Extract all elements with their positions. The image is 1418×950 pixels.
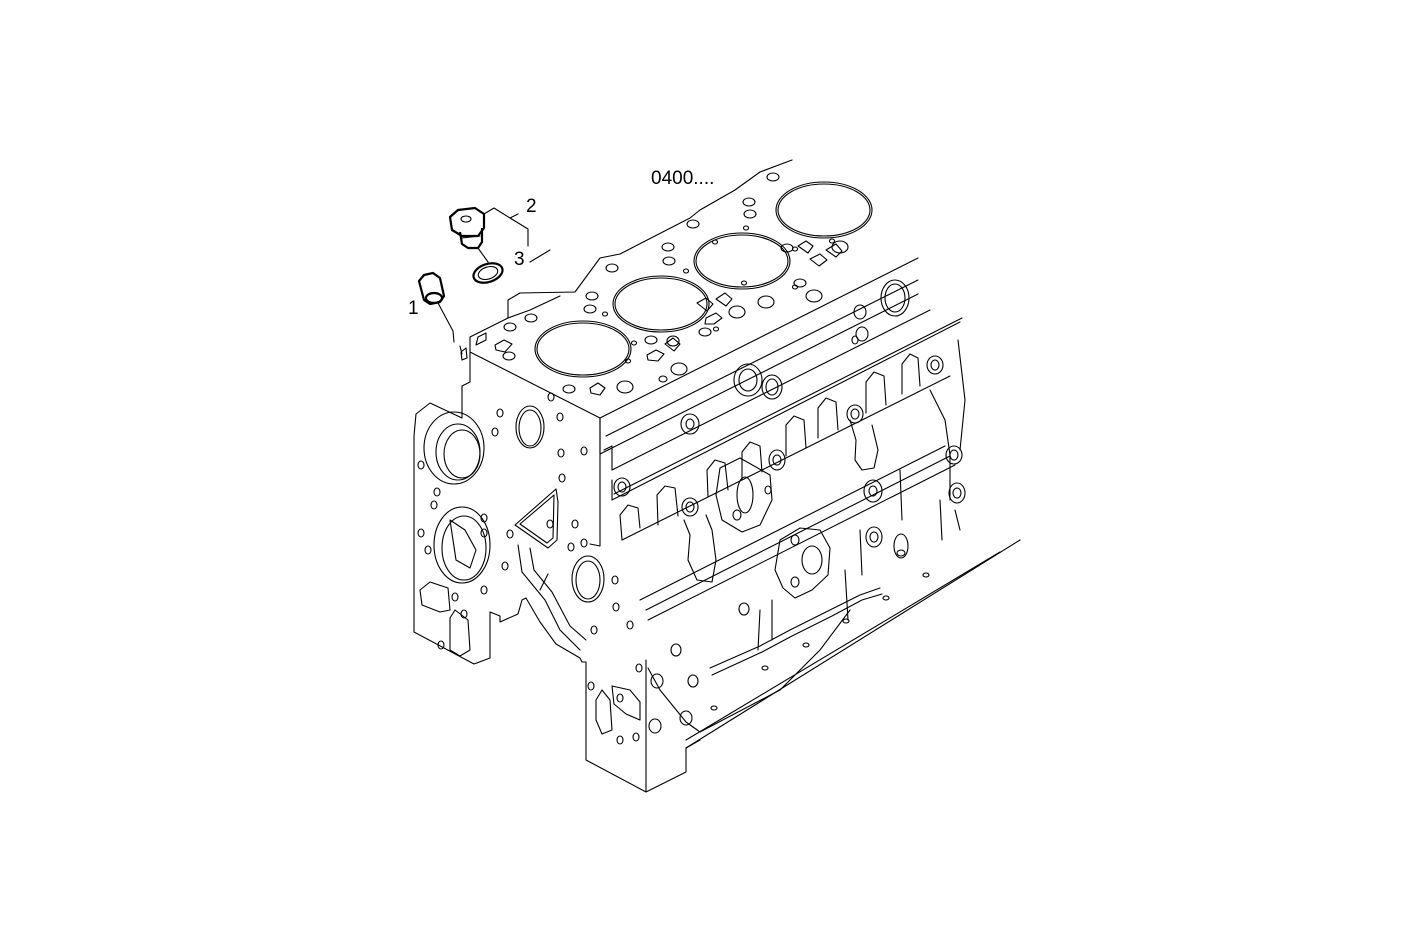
callout-3-label[interactable]: 3 [514,249,525,270]
part-3-sealing-ring[interactable] [471,260,505,286]
front-bolt-holes [417,392,643,745]
part-2-plug[interactable] [448,206,489,263]
side-face [599,279,1021,749]
front-face [413,351,701,793]
part-1-dowel-sleeve[interactable] [417,271,463,355]
deck-holes [494,172,849,396]
callout-1-label[interactable]: 1 [408,298,419,319]
engine-block [413,159,1021,793]
callout-2-label[interactable]: 2 [526,196,537,217]
reference-number-label: 0400.... [651,168,715,189]
side-bosses [613,279,966,734]
